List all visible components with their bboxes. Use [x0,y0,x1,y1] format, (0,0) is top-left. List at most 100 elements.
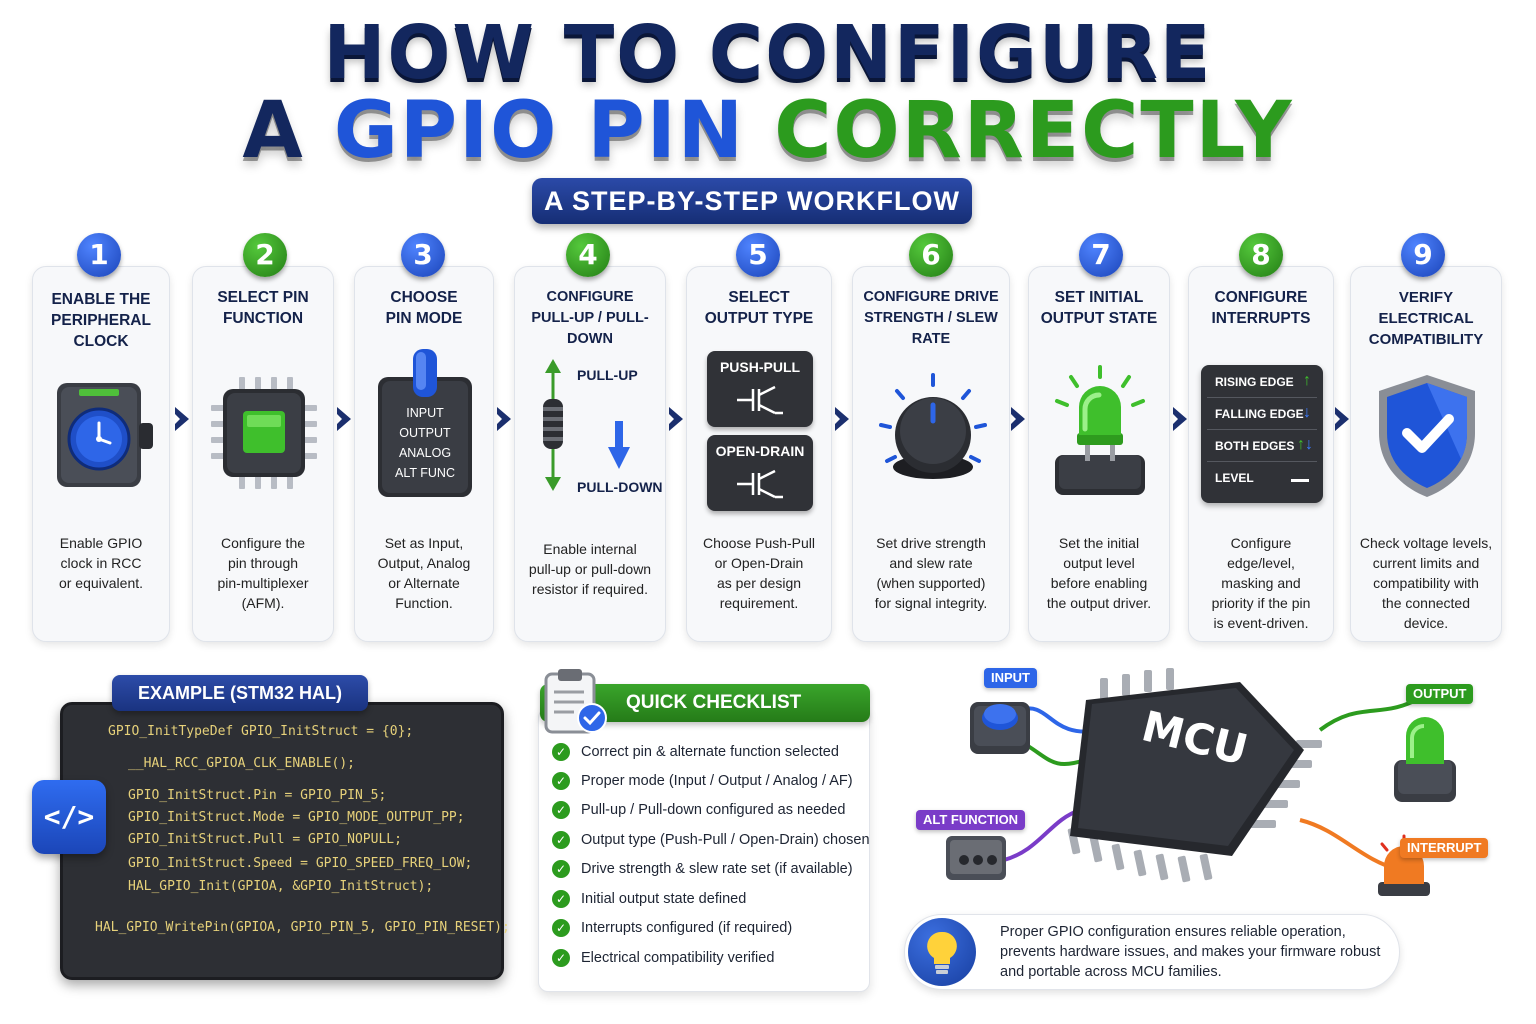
checklist-item: ✓Interrupts configured (if required) [552,918,792,938]
code-line-8: HAL_GPIO_WritePin(GPIOA, GPIO_PIN_5, GPI… [95,920,510,935]
title-word-gpio-pin: GPIO PIN [333,86,746,176]
mode-alt-func: ALT FUNC [395,466,455,480]
flow-arrow-icon [1335,407,1349,431]
arrow-up-down-icon: ↑↓ [1297,436,1313,453]
opt-level: LEVEL [1215,471,1254,485]
alt-function-tag: ALT FUNCTION [916,810,1026,830]
step-7-badge: 7 [1079,233,1123,277]
check-circle-icon: ✓ [552,949,570,968]
opt-rising-edge: RISING EDGE [1215,375,1294,389]
subtitle-banner: A STEP-BY-STEP WORKFLOW [532,178,972,224]
bulb-badge [908,918,976,986]
step-4-badge: 4 [566,233,610,277]
input-wire-green [1026,744,1086,766]
mode-list: INPUT OUTPUT ANALOG ALT FUNC [375,403,475,483]
code-line-3: GPIO_InitStruct.Pin = GPIO_PIN_5; [128,788,387,803]
lightbulb-icon [927,931,957,974]
arrow-up-icon: ↑ [1303,372,1311,389]
pull-up-label: PULL-UP [577,367,638,383]
check-circle-icon: ✓ [552,860,570,879]
check-circle-icon: ✓ [552,919,570,938]
mode-output: OUTPUT [399,426,451,440]
input-tag: INPUT [984,668,1037,688]
flow-arrow-icon [1173,407,1187,431]
step-2-badge: 2 [243,233,287,277]
pull-down-label: PULL-DOWN [577,479,663,495]
chip-icon [211,377,317,489]
step-5-badge: 5 [736,233,780,277]
check-circle-icon: ✓ [552,801,570,820]
clock-module-icon [57,383,153,487]
push-pull-card: PUSH-PULL [707,351,813,427]
mode-analog: ANALOG [398,446,452,460]
step-1-badge: 1 [77,233,121,277]
level-line-icon [1291,479,1309,482]
checklist-item: ✓Output type (Push-Pull / Open-Drain) ch… [552,830,870,850]
checklist-item: ✓Pull-up / Pull-down configured as neede… [552,800,845,820]
check-circle-icon: ✓ [552,772,570,791]
alt-function-wire [1003,808,1081,862]
checklist-panel [538,708,870,992]
flow-arrow-icon [337,407,351,431]
knob-icon [879,373,987,479]
flow-arrow-icon [835,407,849,431]
code-line-4: GPIO_InitStruct.Mode = GPIO_MODE_OUTPUT_… [128,810,465,825]
flow-arrow-icon [497,407,511,431]
push-pull-label: PUSH-PULL [719,359,801,375]
checklist-item: ✓Drive strength & slew rate set (if avai… [552,859,853,879]
mode-switch-icon [378,349,472,497]
flow-arrow-icon [1011,407,1025,431]
open-drain-label: OPEN-DRAIN [715,443,805,459]
mcu-diagram: MCU [946,668,1456,896]
code-line-7: HAL_GPIO_Init(GPIOA, &GPIO_InitStruct); [128,879,434,894]
step-3-badge: 3 [401,233,445,277]
flow-arrow-icon [669,407,683,431]
code-example-tab: EXAMPLE (STM32 HAL) [112,675,368,711]
page-title-line1: HOW TO CONFIGURE [323,10,1213,96]
resistor-icon [543,359,630,491]
checklist-item: ✓Proper mode (Input / Output / Analog / … [552,771,853,791]
code-line-1: GPIO_InitTypeDef GPIO_InitStruct = {0}; [108,724,414,739]
code-example-panel [60,702,504,980]
arrow-down-icon: ↓ [1303,404,1311,421]
opt-falling-edge: FALLING EDGE [1215,407,1304,421]
output-wire [1318,696,1421,732]
title-word-correctly: CORRECTLY [774,86,1294,176]
output-tag: OUTPUT [1406,684,1474,704]
check-circle-icon: ✓ [552,890,570,909]
step-8-badge: 8 [1239,233,1283,277]
check-circle-icon: ✓ [552,831,570,850]
code-line-5: GPIO_InitStruct.Pull = GPIO_NOPULL; [128,832,402,847]
transistor-icon [737,385,783,415]
code-brackets-icon: </> [32,780,106,854]
led-icon [1055,365,1145,495]
clipboard-icon [544,669,607,734]
mode-input: INPUT [406,406,444,420]
code-line-6: GPIO_InitStruct.Speed = GPIO_SPEED_FREQ_… [128,856,473,871]
opt-both-edges: BOTH EDGES [1215,439,1295,453]
tip-panel [904,914,1400,990]
check-circle-icon: ✓ [552,743,570,762]
code-line-2: __HAL_RCC_GPIOA_CLK_ENABLE(); [128,756,355,771]
page-title-line2: A GPIO PIN CORRECTLY [0,86,1536,176]
step-9-badge: 9 [1401,233,1445,277]
